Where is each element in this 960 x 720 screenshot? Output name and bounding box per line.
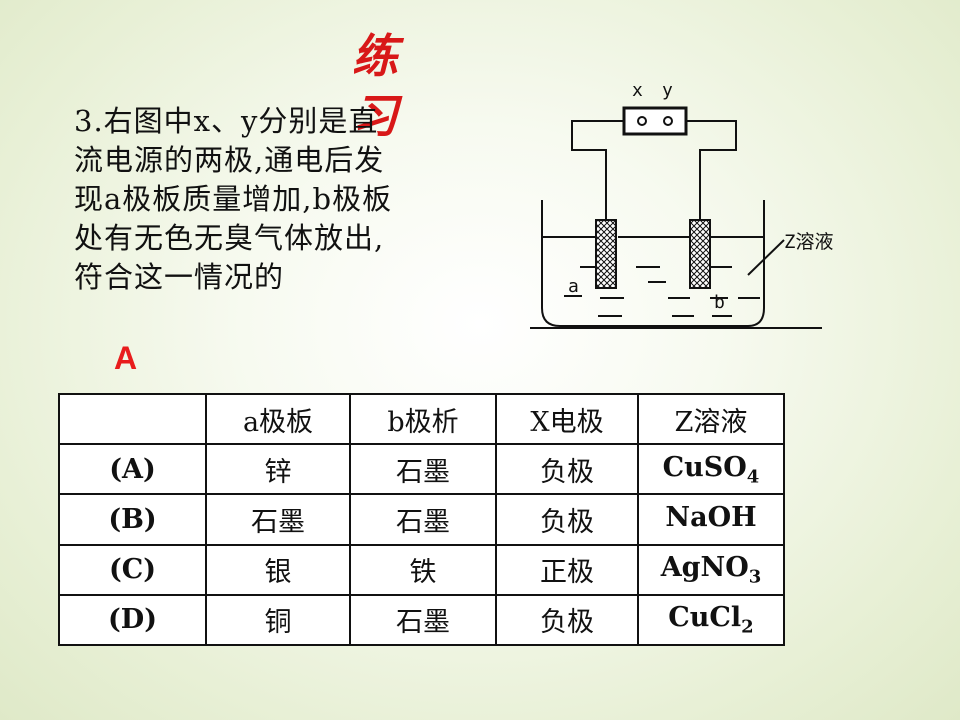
solution-label: Z溶液 [784, 231, 833, 253]
header-cell [60, 395, 207, 446]
header-cell: a极板 [205, 395, 351, 446]
terminal-y-label: y [662, 80, 673, 101]
electrode-a-label: a [568, 276, 579, 297]
cell-b-plate: 石墨 [349, 593, 497, 644]
question-text: 3.右图中x、y分别是直 流电源的两极,通电后发 现a极板质量增加,b极板 处有… [74, 104, 393, 294]
cell-b-plate: 石墨 [349, 443, 497, 496]
electrolysis-diagram: x y a b Z溶液 [530, 80, 833, 329]
cell-z-solution: AgNO3 [637, 543, 783, 596]
electrode-b [689, 219, 711, 289]
cell-z-solution: CuCl2 [637, 593, 783, 644]
table-row: (A) 锌 石墨 负极 CuSO4 [60, 443, 783, 496]
option-label: (B) [60, 493, 207, 546]
cell-x-electrode: 正极 [495, 543, 639, 596]
slide-title: 练习 [352, 29, 448, 143]
cell-a-plate: 锌 [205, 443, 351, 496]
power-source: x y [622, 80, 688, 136]
cell-z-solution: CuSO4 [637, 443, 783, 496]
header-cell: Z溶液 [637, 395, 783, 446]
electrode-a [595, 219, 617, 289]
cell-a-plate: 银 [205, 543, 351, 596]
cell-a-plate: 石墨 [205, 493, 351, 546]
cell-z-solution: NaOH [637, 493, 783, 546]
table-row: (B) 石墨 石墨 负极 NaOH [60, 493, 783, 546]
beaker [530, 200, 822, 329]
cell-x-electrode: 负极 [495, 493, 639, 546]
solution-level [542, 236, 764, 317]
answer-label: A [114, 340, 138, 376]
cell-b-plate: 石墨 [349, 493, 497, 546]
solution-pointer [747, 239, 785, 276]
cell-x-electrode: 负极 [495, 593, 639, 644]
cell-a-plate: 铜 [205, 593, 351, 644]
option-label: (A) [60, 443, 207, 496]
option-label: (C) [60, 543, 207, 596]
options-table: a极板 b极析 X电极 Z溶液 (A) 锌 石墨 负极 CuSO4 (B) 石墨… [58, 393, 785, 646]
option-label: (D) [60, 593, 207, 644]
cell-x-electrode: 负极 [495, 443, 639, 496]
wires [571, 120, 737, 220]
cell-b-plate: 铁 [349, 543, 497, 596]
electrode-b-label: b [714, 292, 725, 313]
header-cell: b极析 [349, 395, 497, 446]
table-row: (C) 银 铁 正极 AgNO3 [60, 543, 783, 596]
header-cell: X电极 [495, 395, 639, 446]
table-header-row: a极板 b极析 X电极 Z溶液 [60, 395, 783, 446]
table-row: (D) 铜 石墨 负极 CuCl2 [60, 593, 783, 644]
terminal-x-label: x [632, 80, 643, 101]
